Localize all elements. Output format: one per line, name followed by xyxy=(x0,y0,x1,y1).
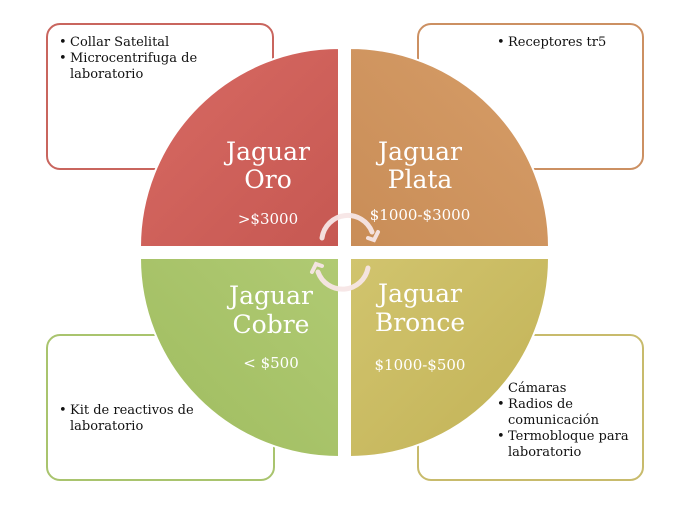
quadrant-oro xyxy=(138,46,340,248)
cobre-item: Kit de reactivos de laboratorio xyxy=(56,403,267,435)
bronce-item: Radios de comunicación xyxy=(494,397,634,429)
oro-item: Collar Satelital xyxy=(56,35,266,51)
cobre-title-1: Jaguar xyxy=(226,281,313,310)
quadrant-cobre xyxy=(138,257,340,459)
oro-price: >$3000 xyxy=(238,210,298,228)
circular-arrows-icon xyxy=(310,212,380,292)
oro-item: Microcentrifuga de laboratorio xyxy=(56,51,266,83)
plata-title-1: Jaguar xyxy=(375,137,462,166)
oro-title-1: Jaguar xyxy=(223,137,310,166)
bronce-title-2: Bronce xyxy=(375,308,465,337)
quadrant-bronce xyxy=(349,257,551,459)
plata-title-2: Plata xyxy=(388,165,453,194)
quadrant-plata xyxy=(349,46,551,248)
plata-price: $1000-$3000 xyxy=(370,206,471,224)
cobre-title-2: Cobre xyxy=(233,310,310,339)
bronce-item: Termobloque para laboratorio xyxy=(494,429,634,461)
plata-item: Receptores tr5 xyxy=(494,35,634,51)
oro-title-2: Oro xyxy=(244,165,292,194)
bronce-price: $1000-$500 xyxy=(375,356,466,374)
cobre-price: < $500 xyxy=(243,354,299,372)
bronce-heading: Cámaras xyxy=(508,381,567,396)
bronce-title-1: Jaguar xyxy=(375,279,462,308)
